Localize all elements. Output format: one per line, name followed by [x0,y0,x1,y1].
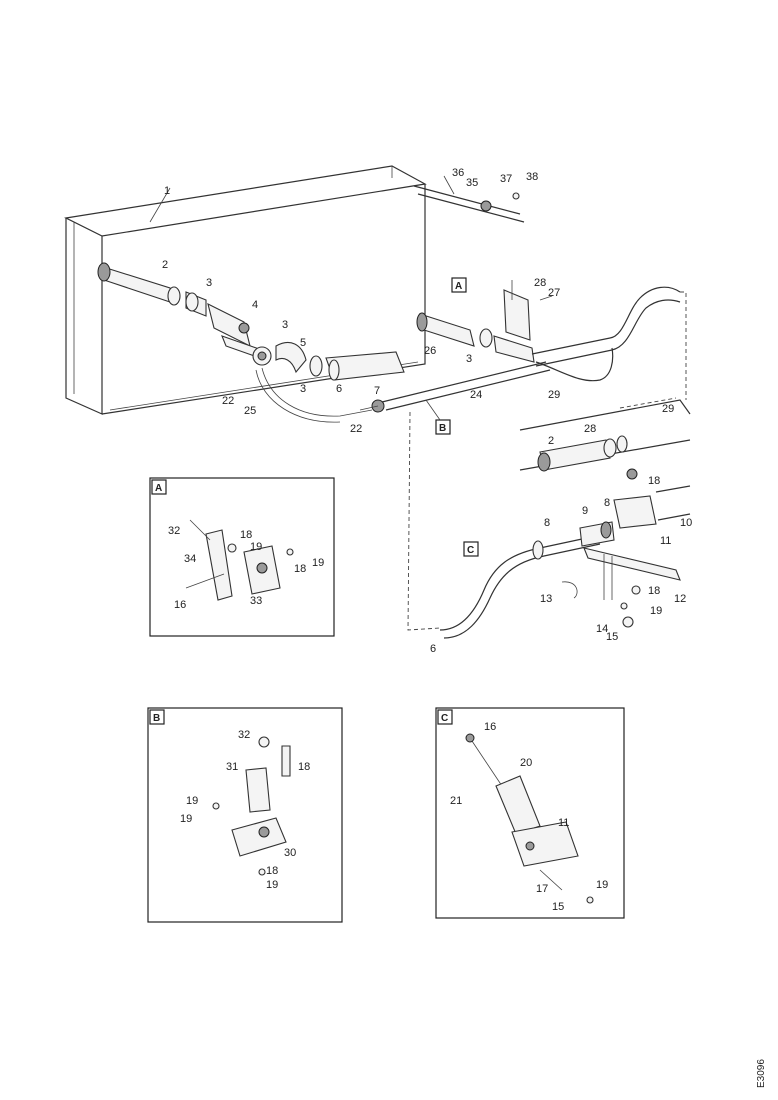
callout-30: 30 [284,847,296,859]
callout-29: 29 [548,389,560,401]
callout-11: 11 [660,535,671,547]
svg-text:A: A [155,483,162,494]
callout-4: 4 [252,299,258,311]
callout-19: 19 [186,795,198,807]
callout-18: 18 [298,761,310,773]
callout-16: 16 [174,599,186,611]
callout-14: 14 [596,623,608,635]
callout-36: 36 [452,167,464,179]
svg-text:B: B [439,423,446,434]
callout-11: 11 [558,817,569,829]
callout-32: 32 [168,525,180,537]
callout-18: 18 [648,585,660,597]
callout-38: 38 [526,171,538,183]
callout-9: 9 [582,505,588,517]
callout-22: 22 [222,395,234,407]
callout-27: 27 [548,287,560,299]
callout-15: 15 [552,901,564,913]
callout-19: 19 [266,879,278,891]
svg-text:B: B [153,713,160,724]
tag-c: C [463,541,479,557]
drawing-number: E3096 [756,1059,767,1088]
tag-b: B [425,399,451,435]
callout-1: 1 [164,185,170,197]
callout-33: 33 [250,595,262,607]
callout-32: 32 [238,729,250,741]
callout-22: 22 [350,423,362,435]
callout-34: 34 [184,553,196,565]
callout-17: 17 [536,883,548,895]
front-exhaust-pipe [97,262,405,423]
callout-28: 28 [584,423,596,435]
callout-19: 19 [312,557,324,569]
muffler-assembly [519,397,691,472]
callout-3: 3 [206,277,212,289]
detail-a-panel: A 32 34 18 19 18 19 16 33 [149,477,335,637]
callout-29: 29 [662,403,674,415]
tail-pipe-detail [413,175,525,223]
callout-2: 2 [162,259,168,271]
callout-8: 8 [604,497,610,509]
callout-18: 18 [266,865,278,877]
callout-10: 10 [680,517,692,529]
callout-37: 37 [500,173,512,185]
callout-3: 3 [466,353,472,365]
detail-b-panel: B 32 31 18 19 19 30 18 19 [147,707,343,923]
callout-12: 12 [674,593,686,605]
svg-text:A: A [455,281,462,292]
rear-pipe-assembly [407,411,691,639]
callout-35: 35 [466,177,478,189]
callout-25: 25 [244,405,256,417]
callout-13: 13 [540,593,552,605]
callout-21: 21 [450,795,462,807]
svg-text:C: C [441,713,448,724]
callout-19: 19 [180,813,192,825]
callout-15: 15 [606,631,618,643]
svg-text:C: C [467,545,474,556]
callout-24: 24 [470,389,482,401]
chassis-frame [64,165,427,415]
callout-31: 31 [226,761,238,773]
callout-5: 5 [300,337,306,349]
callout-26: 26 [424,345,436,357]
main-assembly: 1 2 3 4 3 5 3 6 7 22 25 22 26 3 28 27 24… [64,165,692,655]
detail-c-panel: C 16 20 21 11 17 15 19 [435,707,625,919]
callout-3: 3 [300,383,306,395]
callout-19: 19 [650,605,662,617]
callout-19: 19 [596,879,608,891]
callout-18: 18 [648,475,660,487]
center-exhaust-pipe [381,280,687,411]
callout-2: 2 [548,435,554,447]
callout-18: 18 [294,563,306,575]
callout-3: 3 [282,319,288,331]
callout-18: 18 [240,529,252,541]
callout-7: 7 [374,385,380,397]
tag-a: A [451,277,467,293]
callout-6: 6 [336,383,342,395]
main-callouts: 1 2 3 4 3 5 3 6 7 22 25 22 26 3 28 27 24… [162,167,692,655]
callout-20: 20 [520,757,532,769]
callout-6: 6 [430,643,436,655]
callout-19: 19 [250,541,262,553]
callout-28: 28 [534,277,546,289]
callout-16: 16 [484,721,496,733]
callout-8: 8 [544,517,550,529]
